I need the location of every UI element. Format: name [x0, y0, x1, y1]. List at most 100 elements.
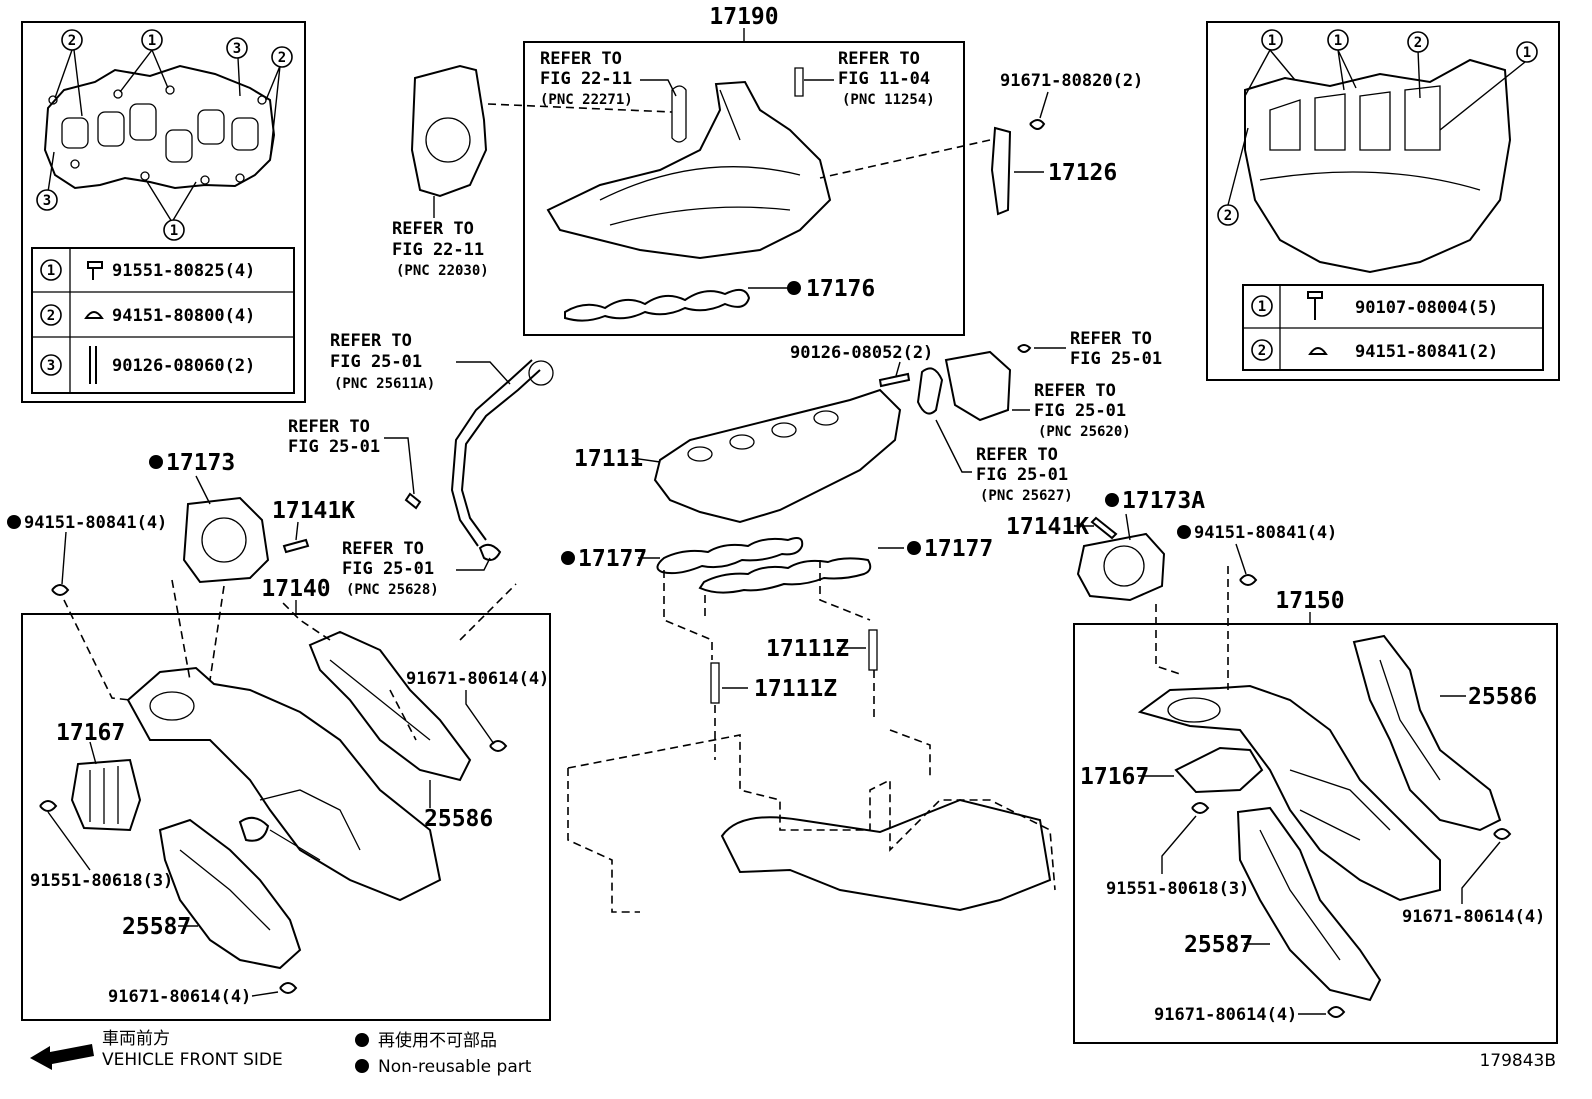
right-exhaust-frame	[1073, 623, 1558, 1044]
bolt-icon	[87, 261, 103, 280]
ref-line: (PNC 22030)	[396, 263, 489, 279]
footer: 車両前方 VEHICLE FRONT SIDE 再使用不可部品 Non-reus…	[30, 1029, 1556, 1077]
ref-line: FIG 25-01	[1070, 349, 1162, 369]
label-17176: 17176	[806, 276, 875, 302]
inset-mark: 2	[1414, 35, 1422, 51]
egr-valve-drawing	[944, 350, 1012, 422]
ref-line: (PNC 25628)	[346, 582, 439, 598]
label-17190: 17190	[709, 4, 778, 30]
stud-17141K-right	[1090, 516, 1118, 540]
inset-mark: 2	[278, 50, 286, 66]
heat-insulator-25586-right-drawing	[1352, 634, 1502, 832]
bracket-17126-drawing	[990, 126, 1012, 216]
ref-line: REFER TO	[330, 331, 412, 351]
o2-sensor-17167-right-drawing	[1174, 746, 1264, 794]
label-25586-right: 25586	[1468, 684, 1537, 710]
stud-90126-08052	[878, 372, 911, 388]
bolt-91671-b	[279, 982, 298, 994]
exhaust-manifold-right-drawing	[1137, 684, 1441, 902]
label-25586-left: 25586	[424, 806, 493, 832]
label-17167-left: 17167	[56, 720, 125, 746]
label-25587-left: 25587	[122, 914, 191, 940]
figure-id: 179843B	[1479, 1051, 1556, 1071]
inset-mark: 3	[43, 193, 51, 209]
front-label-en: VEHICLE FRONT SIDE	[102, 1050, 283, 1070]
table-num: 3	[47, 358, 55, 374]
table-num: 1	[1258, 299, 1266, 315]
label-17126: 17126	[1048, 160, 1117, 186]
legend-label-jp: 再使用不可部品	[378, 1030, 497, 1051]
table-part: 90107-08004(5)	[1355, 298, 1498, 318]
front-arrow-icon	[30, 1044, 94, 1070]
ref-line: REFER TO	[976, 445, 1058, 465]
plenum-group: 17190 17176 REFER TO FIG 22-11 (PNC 2227…	[523, 4, 965, 336]
exhaust-manifold-left-drawing	[126, 666, 442, 902]
stud-icon	[89, 346, 97, 384]
engine-block-outline	[567, 729, 1056, 913]
label-25587-right: 25587	[1184, 932, 1253, 958]
stud-17111Z-b	[868, 629, 878, 671]
ref-line: REFER TO	[1070, 329, 1152, 349]
exhaust-gasket-17173A-drawing	[1076, 532, 1166, 602]
ref-line: FIG 22-11	[392, 240, 484, 260]
label-17167-right: 17167	[1080, 764, 1149, 790]
o2-boss-left	[238, 816, 270, 842]
ref-line: FIG 25-01	[288, 437, 380, 457]
left-fastener-table: 1 91551-80825(4) 2 94151-80800(4) 3 9012…	[31, 247, 295, 394]
ref-line: (PNC 22271)	[540, 92, 633, 108]
bolt-91671-80820	[1029, 119, 1046, 130]
egr-gasket-drawing	[916, 367, 944, 415]
heat-insulator-25586-left-drawing	[308, 630, 472, 782]
right-exhaust-group: 17150 17167 91551-80618(3) 91671-80614(4…	[1073, 588, 1558, 1044]
table-num: 2	[47, 308, 55, 324]
nut-94151-left	[51, 584, 70, 596]
label-17177-left: 17177	[578, 546, 647, 572]
manifold-insulator-drawing	[1244, 58, 1512, 274]
table-num: 2	[1258, 343, 1266, 359]
table-part: 94151-80841(2)	[1355, 342, 1498, 362]
stud-17111Z-a	[710, 662, 720, 704]
inset-mark: 2	[68, 33, 76, 49]
engine-block-drawing	[720, 798, 1052, 912]
heat-insulator-25587-left-drawing	[158, 818, 302, 970]
front-label-jp: 車両前方	[102, 1029, 170, 1049]
inset-mark: 1	[148, 33, 156, 49]
inset-mark: 2	[1224, 208, 1232, 224]
nut-94151-right	[1239, 574, 1258, 586]
label-91551-80618-right: 91551-80618(3)	[1106, 879, 1249, 899]
right-fastener-table: 1 90107-08004(5) 2 94151-80841(2)	[1242, 284, 1544, 371]
inset-mark: 1	[1523, 45, 1531, 61]
inset-mark: 1	[170, 223, 178, 239]
ref-line: REFER TO	[288, 417, 370, 437]
label-91671-80614-d: 91671-80614(4)	[1154, 1005, 1297, 1025]
ref-line: FIG 25-01	[330, 352, 422, 372]
ref-line: REFER TO	[838, 49, 920, 69]
ref-line: FIG 25-01	[976, 465, 1068, 485]
table-part: 91551-80825(4)	[112, 261, 255, 281]
ref-line: (PNC 25627)	[980, 488, 1073, 504]
inset-mark: 3	[233, 41, 241, 57]
intake-manifold-drawing	[653, 388, 902, 524]
ref-line: REFER TO	[540, 49, 622, 69]
label-91551-80618-left: 91551-80618(3)	[30, 871, 173, 891]
table-num: 1	[47, 263, 55, 279]
label-91671-80820: 91671-80820(2)	[1000, 71, 1143, 91]
label-17140: 17140	[261, 576, 330, 602]
label-91671-80614-b: 91671-80614(4)	[108, 987, 251, 1007]
bolt-egr-pipe	[404, 492, 422, 510]
ref-line: FIG 22-11	[540, 69, 632, 89]
label-17111: 17111	[574, 446, 643, 472]
label-90126-08052: 90126-08052(2)	[790, 343, 933, 363]
label-17150: 17150	[1275, 588, 1344, 614]
left-exhaust-group: 17140 17167 91551-80618(3) 91671-80614(4…	[21, 576, 551, 1021]
ref-line: (PNC 25611A)	[334, 376, 435, 392]
table-part: 90126-08060(2)	[112, 356, 255, 376]
ref-line: (PNC 11254)	[842, 92, 935, 108]
gasket-17177-right-drawing	[698, 557, 872, 594]
exhaust-gasket-17173-drawing	[182, 496, 270, 584]
ref-line: FIG 11-04	[838, 69, 930, 89]
inset-mark: 1	[1268, 33, 1276, 49]
heat-insulator-25587-right-drawing	[1236, 806, 1382, 1002]
stud-17141K-left	[282, 538, 310, 554]
